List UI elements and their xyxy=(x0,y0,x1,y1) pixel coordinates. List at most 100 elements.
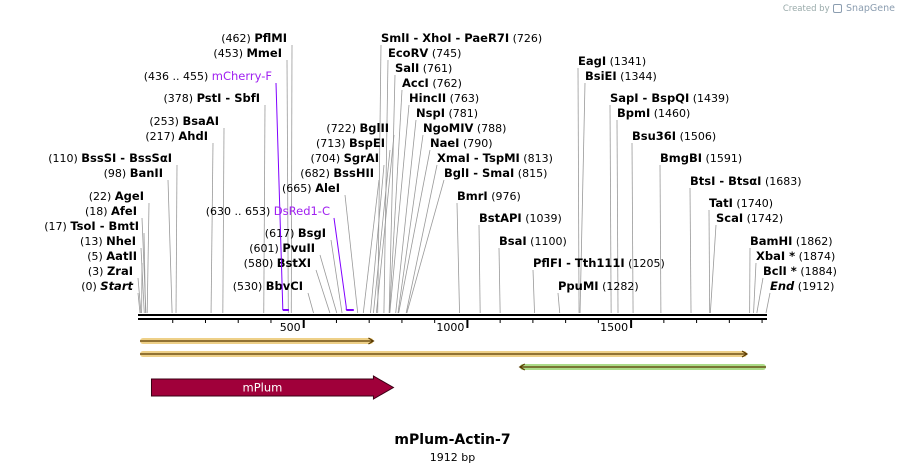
site-label-end: End (1912) xyxy=(770,279,834,293)
site-line-acci xyxy=(389,89,403,314)
site-label-hincii: HincII (763) xyxy=(409,91,479,105)
site-line-btsi-bts-i xyxy=(689,187,692,314)
site-label-bamhi: BamHI (1862) xyxy=(750,234,833,248)
site-label-aatii: (5) AatII xyxy=(87,249,137,263)
site-label-tsoi-bmti: (17) TsoI - BmtI xyxy=(44,219,139,233)
site-line-sali xyxy=(388,74,396,314)
site-label-eagi: EagI (1341) xyxy=(578,54,646,68)
feature-label-mplum: mPlum xyxy=(243,381,283,395)
credit-prefix: Created by xyxy=(782,4,830,14)
site-label-xbai: XbaI * (1874) xyxy=(756,249,835,263)
site-label-ecorv: EcoRV (745) xyxy=(388,46,461,60)
site-labels: (0) Start(3) ZraI(5) AatII(13) NheI(17) … xyxy=(44,31,837,293)
site-label-bglii: (722) BglII xyxy=(326,121,389,135)
site-line-scai xyxy=(709,224,717,314)
site-label-bpmi: BpmI (1460) xyxy=(617,106,690,120)
site-line-xmai-tspmi xyxy=(405,164,438,314)
primer-line-dsred1-c xyxy=(333,217,347,310)
site-line-sapi-bspqi xyxy=(609,104,612,314)
site-line-bmri xyxy=(456,202,460,314)
site-line-bsu36i xyxy=(631,142,634,314)
site-line-hincii xyxy=(389,104,410,314)
site-line-end xyxy=(765,292,771,314)
site-label-start: (0) Start xyxy=(81,279,133,293)
orf-3-arrowhead xyxy=(518,363,526,371)
ruler-label-500: 500 xyxy=(280,321,301,334)
site-label-acci: AccI (762) xyxy=(402,76,462,90)
site-line-nspi xyxy=(395,119,417,314)
site-label-sgrai: (704) SgrAI xyxy=(311,151,379,165)
site-label-zrai: (3) ZraI xyxy=(88,264,133,278)
site-label-pvuii: (601) PvuII xyxy=(249,241,315,255)
map-length: 1912 bp xyxy=(429,451,476,464)
primer-line-mcherry-f xyxy=(275,82,284,310)
site-line-mmei xyxy=(286,59,289,314)
site-line-bgli-smai xyxy=(406,179,445,314)
site-line-bstxi xyxy=(315,269,331,314)
site-label-mmei: (453) MmeI xyxy=(213,46,282,60)
site-label-scai: ScaI (1742) xyxy=(716,211,783,225)
site-label-bsiei: BsiEI (1344) xyxy=(585,69,657,83)
site-line-eagi xyxy=(577,67,580,314)
site-line-bpmi xyxy=(616,119,619,314)
site-line-ecorv xyxy=(383,59,389,314)
site-line-bcli xyxy=(756,277,764,314)
site-label-bstxi: (580) BstXI xyxy=(244,256,311,270)
orf-1-arrowhead xyxy=(368,337,375,345)
site-label-btsi-bts-i: BtsI - BtsαI (1683) xyxy=(690,174,802,188)
site-line-bsai xyxy=(498,247,501,314)
site-label-bspei: (713) BspEI xyxy=(316,136,385,150)
site-line-bspei xyxy=(373,149,391,314)
site-line-bsgi xyxy=(330,239,343,314)
site-line-pflfi-tth111i xyxy=(532,269,535,314)
site-line-bmgbi xyxy=(659,164,662,314)
site-label-bcli: BclI * (1884) xyxy=(763,264,837,278)
site-label-pflmi: (462) PflMI xyxy=(221,31,287,45)
site-line-ngomiv xyxy=(397,134,424,314)
credit-brand: SnapGene xyxy=(846,3,895,14)
site-label-ppumi: PpuMI (1282) xyxy=(558,279,639,293)
site-line-bsaai xyxy=(222,127,225,314)
site-line-sgrai xyxy=(370,164,385,314)
site-label-smli-xhoi-paer7i: SmlI - XhoI - PaeR7I (726) xyxy=(381,31,542,45)
dna-backbone xyxy=(138,314,767,320)
site-line-pflmi xyxy=(290,44,293,314)
site-line-smli-xhoi-paer7i xyxy=(377,44,382,314)
site-line-tati xyxy=(708,209,711,314)
site-line-pvuii xyxy=(319,254,338,314)
site-label-nhei: (13) NheI xyxy=(80,234,136,248)
site-label-xmai-tspmi: XmaI - TspMI (813) xyxy=(437,151,553,165)
site-label-banii: (98) BanII xyxy=(104,166,163,180)
site-line-alei xyxy=(344,194,359,314)
orf-2-arrowhead xyxy=(741,350,749,358)
site-line-bbvci xyxy=(307,292,314,314)
orf-tracks xyxy=(140,337,766,371)
site-label-nspi: NspI (781) xyxy=(416,106,478,120)
feature-arrow-mplum xyxy=(150,375,395,400)
site-label-bgli-smai: BglI - SmaI (815) xyxy=(444,166,547,180)
site-connector-lines xyxy=(137,44,771,314)
site-line-ahdi xyxy=(210,142,214,314)
site-label-psti-sbfi: (378) PstI - SbfI xyxy=(163,91,260,105)
site-label-afei: (18) AfeI xyxy=(85,204,137,218)
site-line-bstapi xyxy=(478,224,481,314)
site-line-afei xyxy=(141,217,147,314)
site-label-bsai: BsaI (1100) xyxy=(499,234,567,248)
site-label-bbvci: (530) BbvCI xyxy=(233,279,303,293)
site-label-bsaai: (253) BsaAI xyxy=(149,114,219,128)
site-label-bmri: BmrI (976) xyxy=(457,189,521,203)
site-label-ahdi: (217) AhdI xyxy=(145,129,208,143)
site-label-agei: (22) AgeI xyxy=(89,189,144,203)
site-label-naei: NaeI (790) xyxy=(430,136,493,150)
site-label-bsu36i: Bsu36I (1506) xyxy=(632,129,716,143)
site-line-agei xyxy=(146,202,150,314)
site-line-naei xyxy=(398,149,431,314)
ruler-label-1500: 1500 xyxy=(600,321,628,334)
site-label-sapi-bspqi: SapI - BspQI (1439) xyxy=(610,91,729,105)
site-line-ppumi xyxy=(557,292,561,314)
snapgene-logo-icon xyxy=(833,4,843,13)
ruler-label-1000: 1000 xyxy=(436,321,464,334)
site-label-sali: SalI (761) xyxy=(395,61,452,75)
feature-tracks: mPlum xyxy=(150,375,395,400)
snapgene-credit: Created by SnapGene xyxy=(783,3,895,14)
